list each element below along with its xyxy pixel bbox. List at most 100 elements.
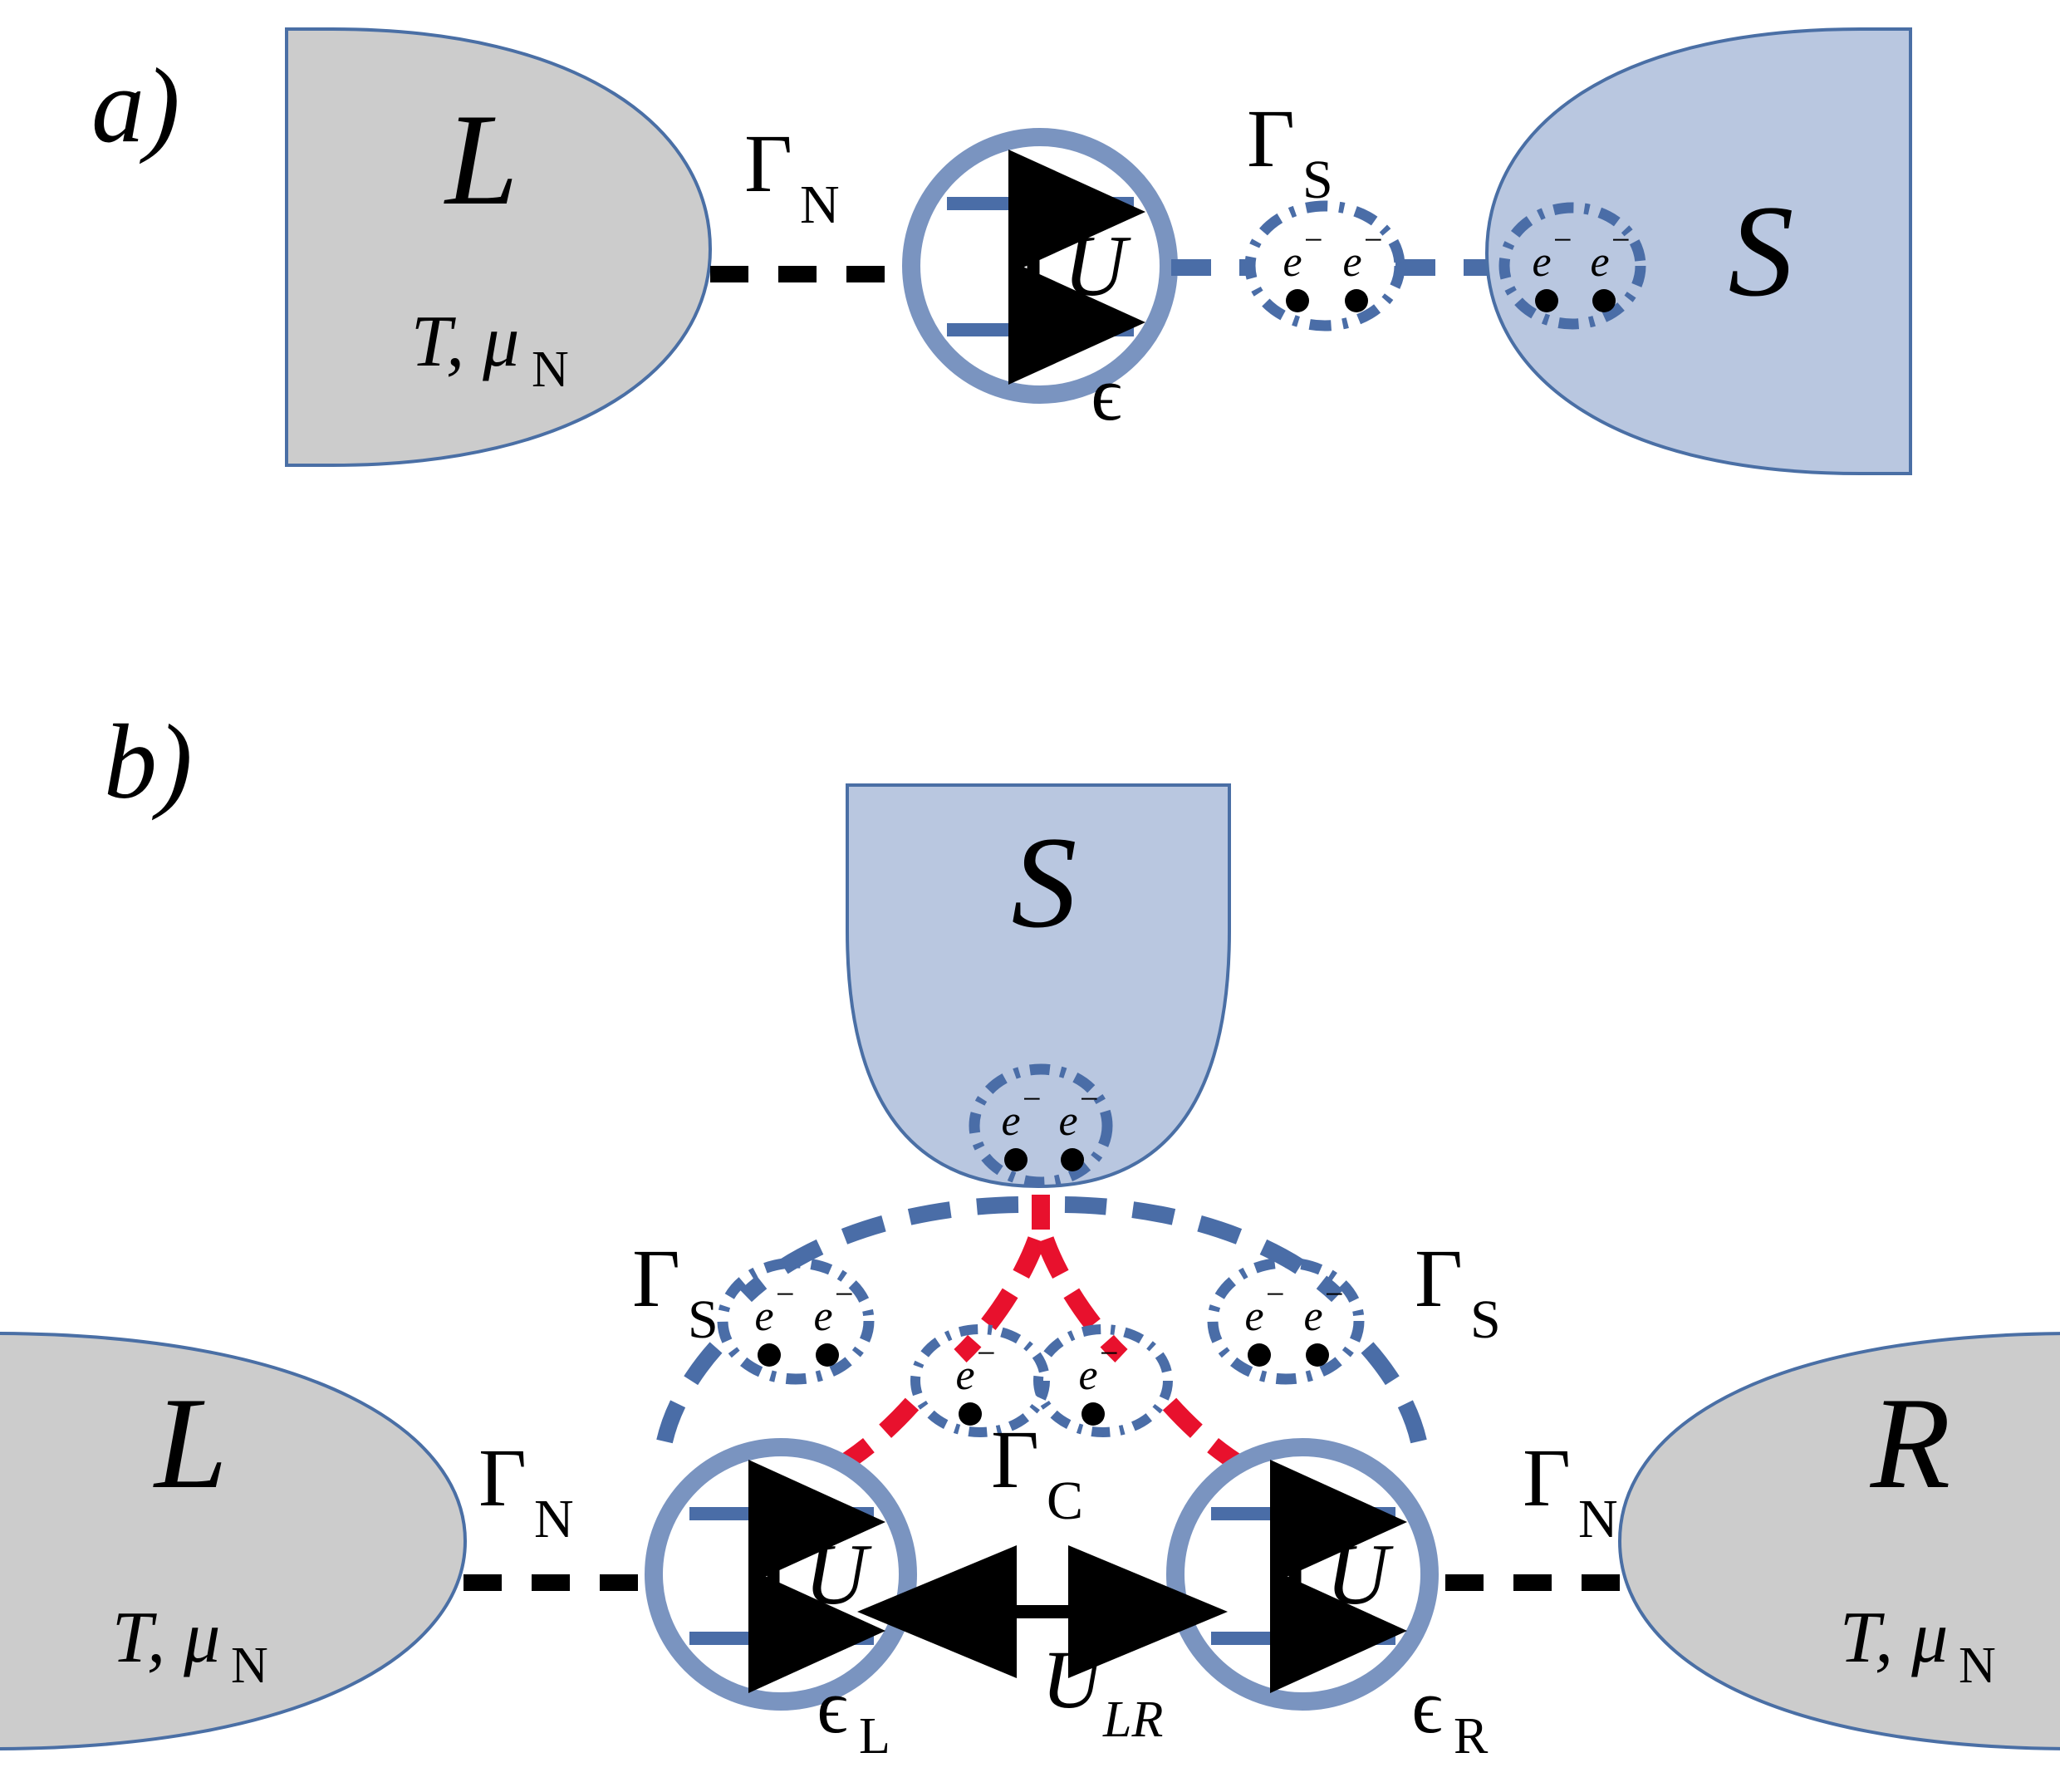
panel-a-right-lead-shape bbox=[1484, 27, 1912, 475]
cooper-pair-ring bbox=[969, 1063, 1113, 1188]
svg-text:S: S bbox=[688, 1289, 719, 1350]
electron-charge: − bbox=[977, 1334, 996, 1372]
panel-b: b) S e − e − e − e − Γ bbox=[0, 703, 2060, 1765]
panel-b-left-u-label: U bbox=[804, 1525, 872, 1623]
electron-label: e bbox=[1078, 1352, 1097, 1399]
svg-text:T, μ: T, μ bbox=[1840, 1598, 1949, 1678]
panel-b-left-lead-letter: L bbox=[153, 1371, 228, 1516]
svg-text:S: S bbox=[1302, 150, 1333, 210]
electron-label: e bbox=[1303, 1293, 1322, 1340]
electron-label: e bbox=[1001, 1097, 1020, 1145]
electron-label: e bbox=[1532, 238, 1551, 286]
panel-b-right-epsilon-label: ϵ R bbox=[1411, 1664, 1489, 1765]
svg-text:Γ: Γ bbox=[1415, 1232, 1463, 1324]
panel-a-gamma-n-label: Γ N bbox=[744, 117, 840, 235]
electron-charge: − bbox=[1611, 221, 1631, 258]
panel-b-right-u-label: U bbox=[1326, 1525, 1394, 1623]
panel-a-epsilon-label: ϵ bbox=[1091, 351, 1121, 436]
panel-b-super-coupling-right-upper bbox=[1064, 1196, 1343, 1303]
svg-text:L: L bbox=[859, 1708, 890, 1765]
electron-charge: − bbox=[1080, 1080, 1099, 1117]
electron-charge: − bbox=[776, 1275, 795, 1313]
svg-text:Γ: Γ bbox=[632, 1232, 680, 1324]
svg-text:R: R bbox=[1454, 1708, 1489, 1765]
panel-b-crossed-coupling-left-upper bbox=[954, 1236, 1046, 1362]
svg-text:T, μ: T, μ bbox=[112, 1598, 221, 1678]
panel-b-left-lead-sublabel: T, μ N bbox=[112, 1598, 268, 1694]
panel-b-top-lead-letter: S bbox=[1012, 810, 1077, 955]
electron-dot bbox=[1286, 289, 1309, 312]
panel-b-super-coupling-left-lower bbox=[656, 1342, 723, 1444]
svg-text:Γ: Γ bbox=[1247, 92, 1295, 184]
cooper-pair-ring bbox=[717, 1257, 875, 1385]
panel-a-label: a) bbox=[91, 47, 180, 164]
panel-b-left-epsilon-label: ϵ L bbox=[817, 1664, 890, 1765]
panel-b-right-quantum-dot bbox=[1166, 1438, 1439, 1711]
electron-label: e bbox=[955, 1352, 974, 1399]
panel-b-gamma-s-left-label: Γ S bbox=[632, 1232, 719, 1350]
electron-dot bbox=[959, 1402, 982, 1426]
electron-charge: − bbox=[1100, 1334, 1119, 1372]
panel-b-crossed-coupling-right-upper bbox=[1036, 1236, 1128, 1362]
panel-b-single-electron-left: e − bbox=[910, 1324, 1050, 1437]
electron-label: e bbox=[1590, 238, 1609, 286]
electron-dot bbox=[1345, 289, 1368, 312]
panel-a-right-lead-letter: S bbox=[1729, 179, 1794, 324]
panel-b-right-lead-shape bbox=[1617, 1332, 2060, 1750]
electron-dot bbox=[1592, 289, 1616, 312]
electron-charge: − bbox=[835, 1275, 854, 1313]
electron-charge: − bbox=[1266, 1275, 1285, 1313]
panel-a-cooper-pair-2: e − e − bbox=[1498, 202, 1646, 330]
cooper-pair-ring bbox=[1207, 1257, 1365, 1385]
electron-charge: − bbox=[1023, 1080, 1042, 1117]
panel-a-u-label: U bbox=[1063, 217, 1131, 314]
svg-text:S: S bbox=[1470, 1289, 1501, 1350]
svg-text:N: N bbox=[532, 341, 569, 398]
electron-label: e bbox=[813, 1293, 832, 1340]
svg-text:Γ: Γ bbox=[1523, 1431, 1571, 1524]
electron-dot bbox=[1061, 1148, 1084, 1171]
panel-a: a) L T, μ N Γ N U ϵ Γ S bbox=[91, 27, 1912, 475]
svg-text:ϵ: ϵ bbox=[1411, 1664, 1442, 1749]
electron-dot bbox=[1535, 289, 1558, 312]
electron-charge: − bbox=[1553, 221, 1572, 258]
svg-text:Γ: Γ bbox=[744, 117, 792, 209]
electron-label: e bbox=[1342, 238, 1361, 286]
panel-b-right-lead-letter: R bbox=[1870, 1371, 1951, 1516]
panel-b-super-coupling-right-lower bbox=[1361, 1342, 1427, 1444]
electron-charge: − bbox=[1304, 221, 1323, 258]
electron-label: e bbox=[1244, 1293, 1263, 1340]
svg-text:U: U bbox=[1042, 1633, 1106, 1726]
svg-text:Γ: Γ bbox=[991, 1413, 1039, 1505]
electron-label: e bbox=[1058, 1097, 1077, 1145]
electron-label: e bbox=[754, 1293, 773, 1340]
electron-dot bbox=[1082, 1402, 1105, 1426]
svg-text:ϵ: ϵ bbox=[817, 1664, 847, 1749]
svg-text:N: N bbox=[231, 1637, 268, 1694]
panel-a-gamma-s-label: Γ S bbox=[1247, 92, 1333, 210]
panel-b-left-quantum-dot bbox=[645, 1438, 917, 1711]
svg-text:N: N bbox=[1959, 1637, 1996, 1694]
panel-b-cooper-pair-right: e − e − bbox=[1207, 1257, 1365, 1385]
electron-dot bbox=[1004, 1148, 1028, 1171]
panel-b-gamma-n-right-label: Γ N bbox=[1523, 1431, 1618, 1549]
panel-b-gamma-c-label: Γ C bbox=[991, 1413, 1083, 1531]
electron-label: e bbox=[1283, 238, 1302, 286]
svg-text:LR: LR bbox=[1102, 1691, 1163, 1748]
svg-text:N: N bbox=[1578, 1489, 1618, 1549]
panel-b-label: b) bbox=[104, 703, 193, 821]
cooper-pair-ring bbox=[1244, 200, 1405, 331]
panel-b-cooper-pair-left: e − e − bbox=[717, 1257, 875, 1385]
svg-text:C: C bbox=[1047, 1470, 1083, 1531]
svg-text:N: N bbox=[800, 174, 840, 235]
single-electron-ring bbox=[1033, 1324, 1173, 1437]
panel-a-cooper-pair-1: e − e − bbox=[1244, 200, 1405, 331]
electron-dot bbox=[816, 1343, 839, 1367]
panel-b-cooper-pair-top: e − e − bbox=[969, 1063, 1113, 1188]
electron-charge: − bbox=[1325, 1275, 1344, 1313]
panel-b-left-lead-shape bbox=[0, 1332, 468, 1750]
panel-b-single-electron-right: e − bbox=[1033, 1324, 1173, 1437]
single-electron-ring bbox=[910, 1324, 1050, 1437]
